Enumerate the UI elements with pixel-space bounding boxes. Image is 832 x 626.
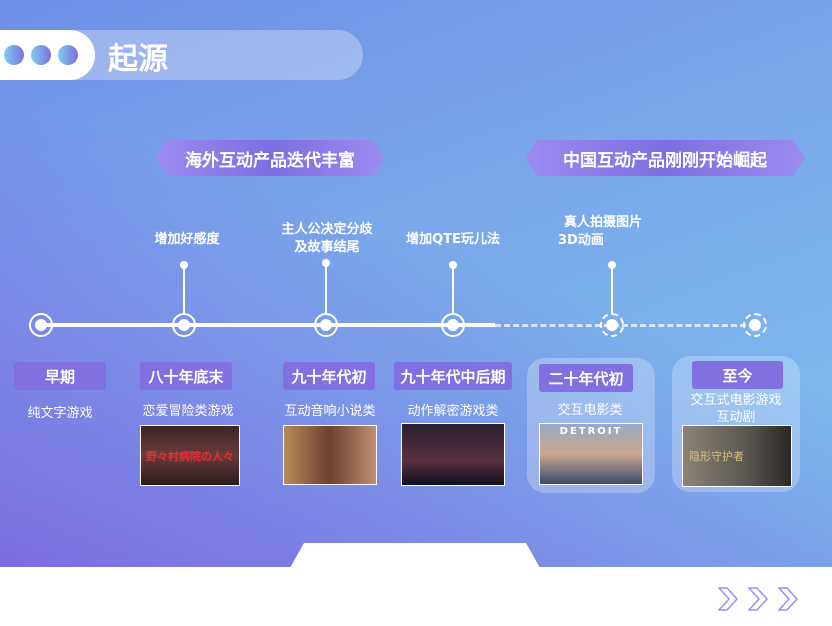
bottom-tab xyxy=(290,543,540,568)
era-label: 八十年底末 xyxy=(140,362,232,390)
dot-icon xyxy=(31,45,51,65)
note-3d: 真人拍摄图片 3D动画 xyxy=(548,214,658,250)
note-line: 及故事结尾 xyxy=(294,240,360,255)
chevron-right-icon xyxy=(718,587,739,611)
banner-china: 中国互动产品刚刚开始崛起 xyxy=(525,140,805,176)
game-image-nonomura: 野々村病院の人々 xyxy=(140,425,240,486)
era-desc: 动作解密游戏类 xyxy=(407,404,499,419)
page-title: 起源 xyxy=(108,42,168,77)
note-affection: 增加好感度 xyxy=(154,232,220,247)
note-branch: 主人公决定分歧及故事结尾 xyxy=(267,221,387,257)
era-label: 九十年代中后期 xyxy=(394,362,512,390)
era-label: 至今 xyxy=(692,361,783,389)
desc-line: 互动剧 xyxy=(716,410,756,425)
game-image-invisible-guardian: 隐形守护者 xyxy=(682,425,792,487)
note-qte: 增加QTE玩儿法 xyxy=(406,232,500,247)
timeline-node xyxy=(29,313,53,337)
era-label: 二十年代初 xyxy=(539,364,633,392)
desc-line: 交互式电影游戏 xyxy=(690,393,782,408)
timeline-line xyxy=(40,323,495,327)
timeline-node xyxy=(600,313,624,337)
note-line: 3D动画 xyxy=(558,233,604,248)
era-label: 早期 xyxy=(14,362,106,390)
era-desc: 互动音响小说类 xyxy=(284,404,376,419)
era-desc: 交互式电影游戏互动剧 xyxy=(676,392,796,426)
timeline-node xyxy=(314,313,338,337)
era-desc: 交互电影类 xyxy=(557,403,623,418)
timeline-dashed-line xyxy=(495,324,755,327)
chevron-right-icon xyxy=(778,587,799,611)
dot-icon xyxy=(4,45,24,65)
note-line: 真人拍摄图片 xyxy=(563,215,642,230)
era-desc: 纯文字游戏 xyxy=(27,406,93,421)
timeline-node xyxy=(743,313,767,337)
chevron-right-icon xyxy=(748,587,769,611)
era-label: 九十年代初 xyxy=(283,362,375,390)
era-desc: 恋爱冒险类游戏 xyxy=(142,404,234,419)
note-line: 主人公决定分歧 xyxy=(281,222,373,237)
background xyxy=(0,0,832,567)
banner-overseas: 海外互动产品迭代丰富 xyxy=(155,140,385,176)
timeline-node xyxy=(172,313,196,337)
game-image-puzzle xyxy=(401,423,505,486)
timeline-node xyxy=(441,313,465,337)
game-image-detroit: DETROIT xyxy=(539,423,643,485)
dots-decoration xyxy=(0,30,95,80)
dot-icon xyxy=(58,45,78,65)
game-image-sound-novel xyxy=(283,425,377,485)
